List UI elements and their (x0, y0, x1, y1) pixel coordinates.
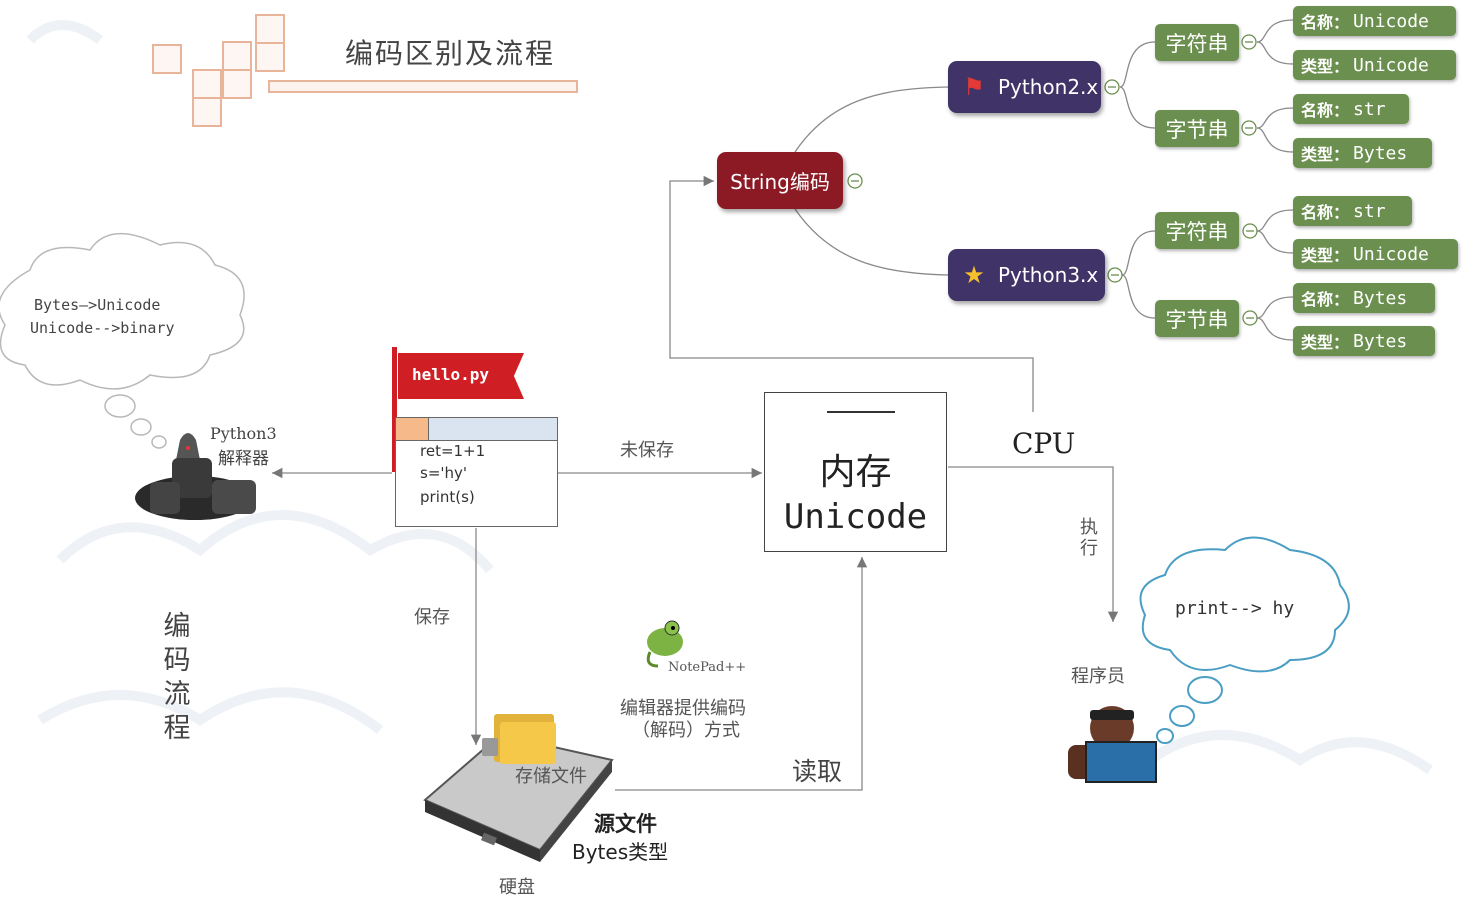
thought-cloud-left (0, 233, 245, 449)
label-cpu: CPU (1012, 427, 1076, 460)
interpreter-label-1: Python3 (210, 424, 277, 443)
decor-square (222, 69, 252, 99)
hard-disk-icon (423, 733, 614, 862)
programmer-label: 程序员 (1071, 666, 1125, 687)
py2-leaf: 类型：Bytes (1293, 138, 1432, 168)
mindmap-root-node: String编码 (717, 152, 843, 209)
star-icon: ★ (963, 261, 985, 289)
decor-square (152, 44, 182, 74)
title-underline (268, 80, 578, 93)
collapse-toggles (847, 34, 1258, 326)
programmer-thought: print--> hy (1175, 598, 1295, 619)
label-read: 读取 (792, 757, 843, 786)
folder-icon (482, 714, 556, 764)
red-flag-icon: ⚑ (963, 73, 985, 101)
thought-left-line2: Unicode-->binary (30, 319, 175, 337)
arrow-execute (948, 466, 1119, 622)
mindmap-curves (794, 19, 1294, 341)
py3-leaf: 类型：Bytes (1293, 326, 1435, 356)
flag-pole (392, 347, 397, 472)
thought-cloud-right (1139, 536, 1350, 744)
py3-leaf: 类型：Unicode (1293, 239, 1458, 269)
py2-leaf: 名称：Unicode (1293, 6, 1456, 36)
memory-title: 内存 (819, 452, 892, 493)
file-name: hello.py (412, 365, 490, 384)
source-type-label: Bytes类型 (572, 840, 669, 864)
source-file-label: 源文件 (594, 812, 657, 836)
py2-string-branch: 字符串 (1155, 24, 1239, 61)
code-line-2: s='hy' (420, 464, 468, 482)
decor-square (255, 14, 285, 44)
label-execute: 执行 (1080, 517, 1098, 559)
py3-bytes-branch: 字节串 (1155, 300, 1239, 337)
python2-label: Python2.x (998, 75, 1099, 99)
programmer-icon (1068, 706, 1157, 783)
page-title: 编码区别及流程 (345, 37, 556, 70)
memory-box: 内存 Unicode (764, 392, 947, 552)
interpreter-label-2: 解释器 (218, 449, 269, 469)
decor-square (255, 42, 285, 72)
python3-label: Python3.x (998, 263, 1099, 287)
label-unsaved: 未保存 (620, 440, 674, 461)
py3-string-branch: 字符串 (1155, 212, 1239, 249)
code-line-1: ret=1+1 (420, 442, 486, 460)
py3-leaf: 名称：Bytes (1293, 283, 1435, 313)
decor-square (192, 97, 222, 127)
robot-interpreter-icon (135, 433, 256, 520)
folder-label: 存储文件 (515, 766, 587, 787)
file-flag: hello.py (398, 353, 524, 399)
py3-leaf: 名称：str (1293, 196, 1412, 226)
notepad-caption-1: 编辑器提供编码 (620, 698, 746, 719)
py2-leaf: 名称：str (1293, 94, 1409, 124)
decor-square (222, 41, 252, 71)
memory-encoding: Unicode (783, 497, 928, 537)
notepad-caption-2: （解码）方式 (632, 720, 740, 741)
label-saved: 保存 (414, 607, 450, 628)
disk-label: 硬盘 (499, 877, 535, 898)
background-cloud-pattern (26, 20, 1433, 775)
code-line-3: print(s) (420, 488, 475, 506)
notepad-logo-icon (646, 620, 683, 668)
py2-bytes-branch: 字节串 (1155, 110, 1239, 147)
py2-leaf: 类型：Unicode (1293, 50, 1456, 80)
arrow-cpu-to-string (669, 175, 1034, 412)
arrow-read (615, 557, 868, 791)
python3-node: ★ Python3.x (948, 249, 1105, 301)
decor-square (192, 69, 222, 99)
notepad-label: NotePad++ (668, 660, 747, 675)
file-header-bar (396, 418, 557, 441)
source-file-box: ret=1+1 s='hy' print(s) (395, 417, 558, 527)
side-title: 编码流程 (163, 611, 191, 744)
thought-left-line1: Bytes—>Unicode (34, 296, 161, 314)
python2-node: ⚑ Python2.x (948, 61, 1101, 113)
